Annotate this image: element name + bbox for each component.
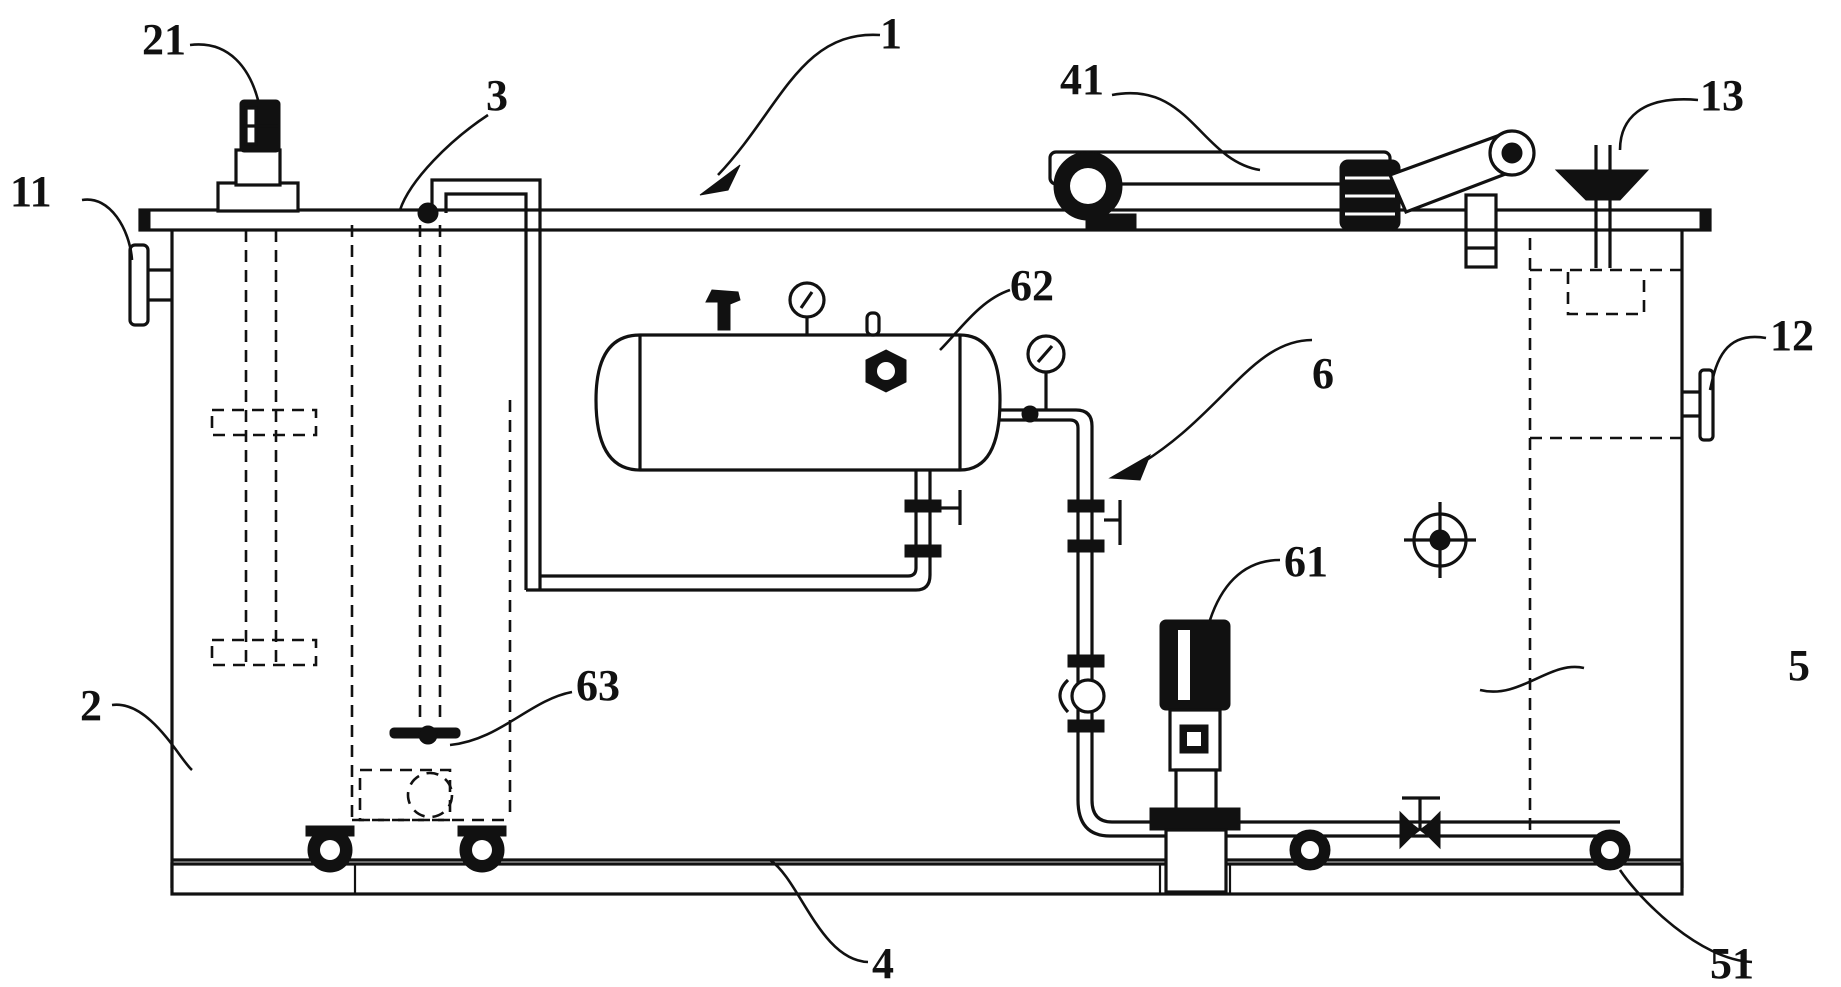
label-21: 21 [142, 15, 186, 64]
label-11: 11 [10, 167, 52, 216]
label-41: 41 [1060, 55, 1104, 104]
reaction-zone [350, 202, 512, 822]
drain-valve-1 [305, 825, 355, 873]
air-pipe [430, 178, 962, 592]
label-6: 6 [1312, 349, 1334, 398]
labels: 1 2 3 4 5 6 11 12 13 21 41 51 61 62 63 [10, 9, 1814, 987]
label-13: 13 [1700, 71, 1744, 120]
label-2: 2 [80, 681, 102, 730]
label-63: 63 [576, 661, 620, 710]
label-5: 5 [1788, 641, 1810, 690]
tank-base [170, 862, 1684, 896]
label-1: 1 [880, 9, 902, 58]
drain-valve-3 [1289, 829, 1331, 871]
drain-valve-2 [457, 825, 507, 873]
label-12: 12 [1770, 311, 1814, 360]
lid-right-lip [1699, 209, 1711, 231]
mixer-motor [216, 99, 300, 213]
lid-left-lip [139, 209, 151, 231]
air-tank [594, 281, 1094, 800]
tank-body [138, 208, 1712, 896]
outlet-flange [1682, 368, 1715, 442]
leaders [81, 33, 1767, 964]
label-3: 3 [486, 71, 508, 120]
mixer-shaft [210, 230, 318, 667]
drain-valve-51 [1589, 829, 1631, 871]
line-valve-1 [1067, 499, 1122, 553]
label-62: 62 [1010, 261, 1054, 310]
pump [1149, 619, 1241, 894]
check-valve [1058, 654, 1106, 733]
inlet-flange [128, 243, 172, 327]
label-61: 61 [1284, 537, 1328, 586]
bottom-pipe [1076, 796, 1620, 850]
label-51: 51 [1710, 939, 1754, 987]
scraper [1048, 129, 1536, 231]
label-4: 4 [872, 939, 894, 987]
level-switch [1464, 145, 1650, 269]
clean-water-zone [1404, 238, 1682, 830]
